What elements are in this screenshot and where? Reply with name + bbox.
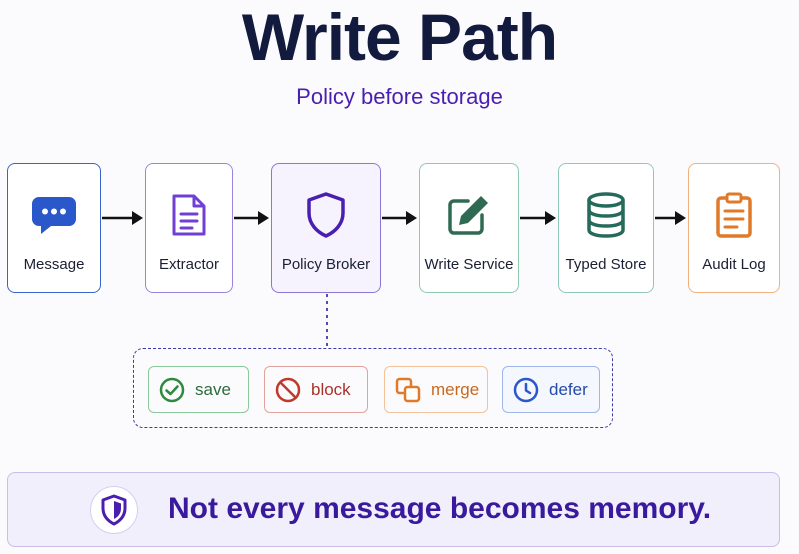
arrow-icon: [234, 211, 269, 225]
node-label: Audit Log: [702, 256, 766, 273]
block-icon: [275, 377, 301, 402]
decision-merge: merge: [384, 366, 488, 413]
shield-icon: [302, 189, 350, 241]
page-title: Write Path: [241, 0, 558, 74]
node-audit-log: Audit Log: [688, 163, 780, 293]
clipboard-icon: [710, 189, 758, 241]
decision-label: defer: [549, 379, 588, 399]
banner-text: Not every message becomes memory.: [168, 492, 712, 525]
node-policy-broker: Policy Broker: [271, 163, 381, 293]
arrow-icon: [520, 211, 556, 225]
check-circle-icon: [159, 377, 185, 402]
chat-bubble-icon: [30, 189, 78, 241]
decision-label: merge: [431, 379, 480, 399]
node-typed-store: Typed Store: [558, 163, 654, 293]
database-icon: [582, 189, 630, 241]
node-label: Message: [23, 256, 85, 273]
node-label: Write Service: [424, 256, 514, 273]
document-icon: [165, 189, 213, 241]
node-label: Typed Store: [565, 256, 647, 273]
arrow-icon: [655, 211, 686, 225]
node-label: Extractor: [158, 256, 219, 273]
footer-banner: Not every message becomes memory.: [7, 472, 780, 547]
decision-block: block: [264, 366, 368, 413]
decision-defer: defer: [502, 366, 600, 413]
shield-icon: [90, 486, 138, 534]
arrow-icon: [102, 211, 143, 225]
decision-label: save: [195, 379, 231, 399]
decision-group: [133, 348, 613, 428]
node-extractor: Extractor: [145, 163, 233, 293]
merge-icon: [395, 377, 421, 402]
decision-label: block: [311, 379, 351, 399]
decision-save: save: [148, 366, 249, 413]
page-subtitle: Policy before storage: [296, 84, 503, 109]
node-label: Policy Broker: [281, 256, 371, 273]
dotted-connector: [326, 294, 328, 348]
arrow-icon: [382, 211, 417, 225]
edit-icon: [445, 189, 493, 241]
node-write-service: Write Service: [419, 163, 519, 293]
node-message: Message: [7, 163, 101, 293]
clock-icon: [513, 377, 539, 402]
